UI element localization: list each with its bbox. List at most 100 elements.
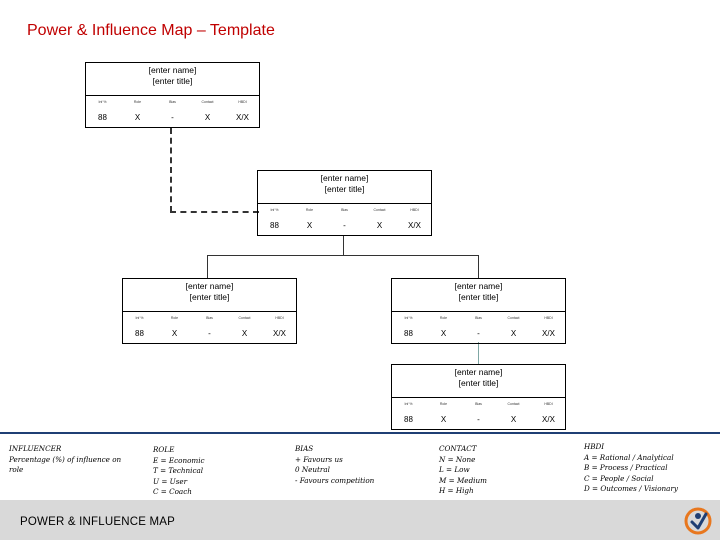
header-bias: Bias — [341, 208, 348, 212]
legend-role-line: U = User — [153, 476, 188, 486]
footer-label: POWER & INFLUENCE MAP — [20, 516, 175, 528]
value-influence[interactable]: 88 — [135, 329, 144, 338]
header-influence: Inf % — [270, 208, 279, 212]
value-role[interactable]: X — [134, 113, 141, 122]
header-role: Role — [439, 316, 448, 320]
value-bias[interactable]: - — [343, 221, 346, 230]
dashed-connector-horizontal — [170, 211, 259, 213]
header-hbdi: HBDI — [275, 316, 284, 320]
value-influence[interactable]: 88 — [404, 415, 413, 424]
card-column-headers: Inf % Role Bias Contact HBDI — [257, 208, 432, 212]
stakeholder-name[interactable]: [enter name] — [148, 65, 197, 75]
stakeholder-card-top[interactable]: [enter name] [enter title] Inf % Role Bi… — [85, 62, 260, 128]
value-contact[interactable]: X — [510, 415, 517, 424]
stakeholder-title[interactable]: [enter title] — [458, 292, 499, 302]
value-contact[interactable]: X — [510, 329, 517, 338]
header-influence: Inf % — [404, 316, 413, 320]
value-role[interactable]: X — [171, 329, 178, 338]
value-hbdi[interactable]: X/X — [236, 113, 249, 122]
stakeholder-card-left[interactable]: [enter name] [enter title] Inf % Role Bi… — [122, 278, 297, 344]
value-influence[interactable]: 88 — [404, 329, 413, 338]
header-influence: Inf % — [98, 100, 107, 104]
header-hbdi: HBDI — [238, 100, 247, 104]
legend-bias-title: BIAS — [295, 444, 314, 453]
legend-hbdi-line: D = Outcomes / Visionary — [584, 484, 678, 493]
stakeholder-name[interactable]: [enter name] — [454, 367, 503, 377]
header-bias: Bias — [475, 316, 482, 320]
legend-contact-line: M = Medium — [439, 475, 487, 485]
footer-bar — [0, 500, 720, 540]
stakeholder-name[interactable]: [enter name] — [454, 281, 503, 291]
card-values: 88 X - X X/X — [391, 415, 566, 424]
value-contact[interactable]: X — [376, 221, 383, 230]
card-header: [enter name] [enter title] — [85, 62, 260, 96]
header-influence: Inf % — [135, 316, 144, 320]
connector-horizontal-branch — [207, 255, 478, 256]
value-influence[interactable]: 88 — [98, 113, 107, 122]
header-contact: Contact — [201, 100, 214, 104]
card-column-headers: Inf % Role Bias Contact HBDI — [391, 402, 566, 406]
card-column-headers: Inf % Role Bias Contact HBDI — [85, 100, 260, 104]
value-contact[interactable]: X — [204, 113, 211, 122]
legend-influencer: INFLUENCER Percentage (%) of influence o… — [9, 444, 134, 476]
legend-influencer-line: role — [9, 465, 24, 474]
legend-influencer-title: INFLUENCER — [9, 444, 62, 453]
value-role[interactable]: X — [440, 329, 447, 338]
stakeholder-card-middle[interactable]: [enter name] [enter title] Inf % Role Bi… — [257, 170, 432, 236]
legend-contact-line: H = High — [439, 486, 474, 495]
legend-bias-line: + Favours us — [295, 454, 343, 464]
value-bias[interactable]: - — [171, 113, 174, 122]
legend-contact-line: L = Low — [439, 465, 470, 474]
card-values: 88 X - X X/X — [122, 329, 297, 338]
stakeholder-card-bottom[interactable]: [enter name] [enter title] Inf % Role Bi… — [391, 364, 566, 430]
value-role[interactable]: X — [440, 415, 447, 424]
value-bias[interactable]: - — [477, 329, 480, 338]
card-header: [enter name] [enter title] — [391, 278, 566, 312]
connector-right-branch — [478, 255, 479, 278]
legend-hbdi: HBDI A = Rational / Analytical B = Proce… — [584, 442, 678, 495]
header-bias: Bias — [169, 100, 176, 104]
legend-hbdi-line: B = Process / Practical — [584, 463, 668, 472]
value-bias[interactable]: - — [208, 329, 211, 338]
legend-bias: BIAS + Favours us 0 Neutral - Favours co… — [295, 444, 374, 486]
legend-role-line: C = Coach — [153, 487, 192, 496]
header-contact: Contact — [373, 208, 386, 212]
card-values: 88 X - X X/X — [391, 329, 566, 338]
stakeholder-title[interactable]: [enter title] — [152, 76, 193, 86]
stakeholder-title[interactable]: [enter title] — [458, 378, 499, 388]
legend-divider — [0, 432, 720, 434]
header-hbdi: HBDI — [544, 402, 553, 406]
header-contact: Contact — [238, 316, 251, 320]
stakeholder-name[interactable]: [enter name] — [320, 173, 369, 183]
connector-center-down — [343, 236, 344, 255]
legend-role-line: T = Technical — [153, 466, 204, 475]
value-hbdi[interactable]: X/X — [542, 329, 555, 338]
header-hbdi: HBDI — [544, 316, 553, 320]
legend-contact-line: N = None — [439, 454, 476, 464]
card-column-headers: Inf % Role Bias Contact HBDI — [122, 316, 297, 320]
header-hbdi: HBDI — [410, 208, 419, 212]
logo-icon — [684, 507, 712, 535]
dashed-connector-vertical — [170, 128, 172, 212]
value-contact[interactable]: X — [241, 329, 248, 338]
header-role: Role — [439, 402, 448, 406]
value-hbdi[interactable]: X/X — [408, 221, 421, 230]
value-hbdi[interactable]: X/X — [542, 415, 555, 424]
stakeholder-name[interactable]: [enter name] — [185, 281, 234, 291]
stakeholder-title[interactable]: [enter title] — [189, 292, 230, 302]
value-hbdi[interactable]: X/X — [273, 329, 286, 338]
stakeholder-card-right[interactable]: [enter name] [enter title] Inf % Role Bi… — [391, 278, 566, 344]
value-role[interactable]: X — [306, 221, 313, 230]
legend-influencer-line: Percentage (%) of influence on — [9, 454, 122, 464]
legend-role: ROLE E = Economic T = Technical U = User… — [153, 445, 205, 498]
value-bias[interactable]: - — [477, 415, 480, 424]
legend-contact: CONTACT N = None L = Low M = Medium H = … — [439, 444, 487, 497]
legend-bias-line: 0 Neutral — [295, 465, 330, 474]
legend-role-title: ROLE — [153, 445, 175, 454]
header-influence: Inf % — [404, 402, 413, 406]
value-influence[interactable]: 88 — [270, 221, 279, 230]
header-role: Role — [305, 208, 314, 212]
stakeholder-title[interactable]: [enter title] — [324, 184, 365, 194]
header-contact: Contact — [507, 402, 520, 406]
legend-hbdi-title: HBDI — [584, 442, 605, 451]
